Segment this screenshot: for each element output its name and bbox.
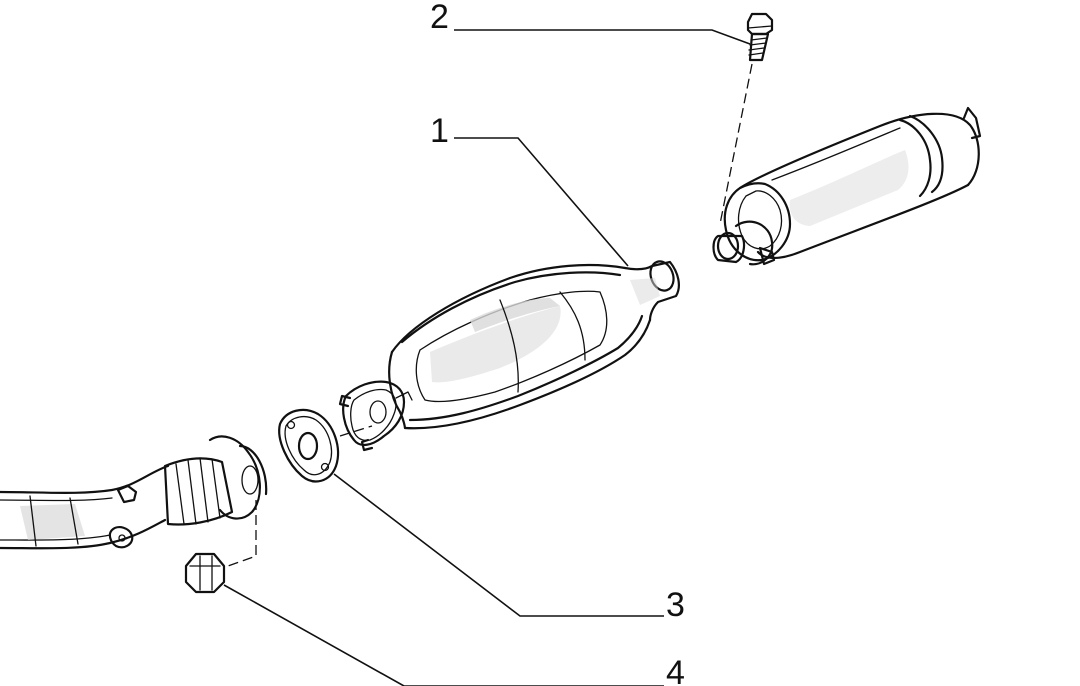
callout-2-label: 2 — [430, 0, 449, 36]
callout-4-label: 4 — [666, 654, 685, 686]
catalytic-converter — [338, 260, 680, 452]
callout-1-label: 1 — [430, 112, 449, 150]
bolt — [746, 12, 774, 62]
muffler — [712, 106, 982, 266]
front-pipe — [0, 435, 268, 550]
nut — [184, 552, 226, 594]
leader-1 — [454, 137, 629, 267]
bolt-guide-line — [719, 63, 753, 225]
gasket-guide-line — [339, 425, 373, 437]
callout-3-label: 3 — [666, 586, 685, 624]
leader-2 — [454, 29, 751, 45]
stud-guide-line — [227, 500, 257, 567]
leader-4 — [223, 584, 664, 686]
gasket — [278, 408, 340, 483]
leader-3 — [333, 473, 664, 617]
